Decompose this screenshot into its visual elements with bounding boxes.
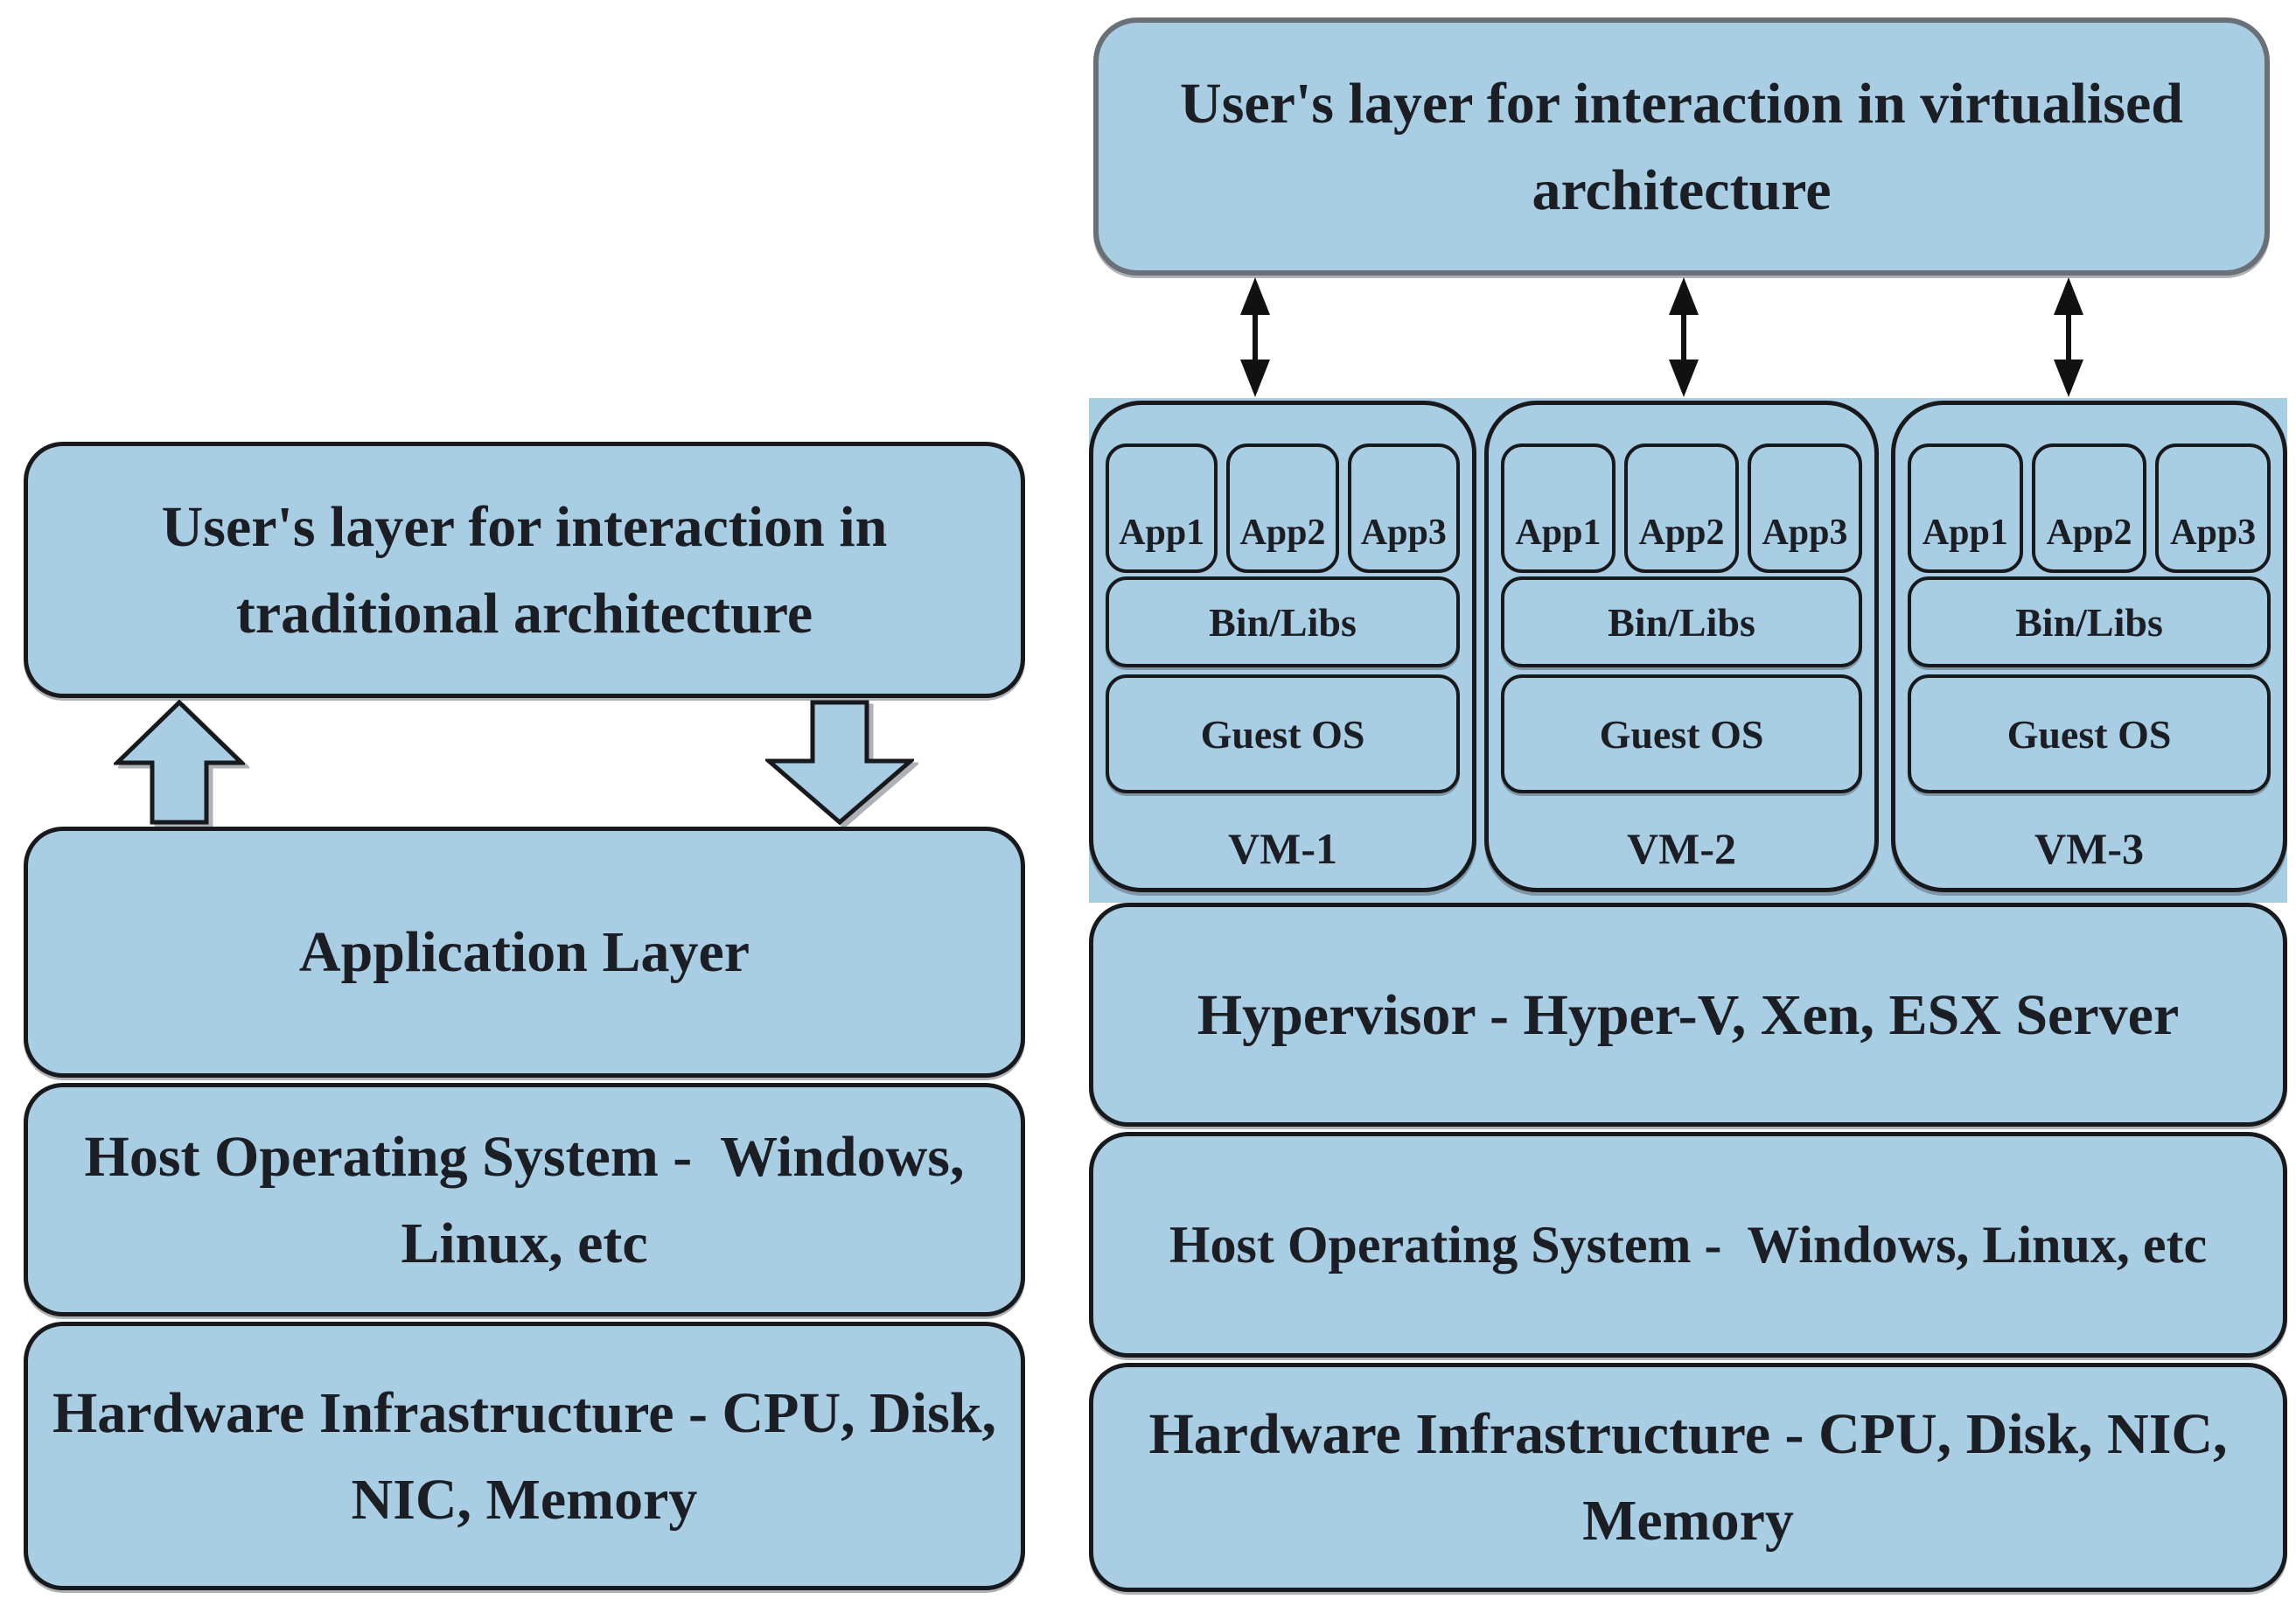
host-os-traditional-box: Host Operating System - Windows, Linux, … [24,1083,1025,1316]
hardware-virtualised-box: Hardware Infrastructure - CPU, Disk, NIC… [1089,1363,2287,1592]
vm-2-app-row: App1 App2 App3 [1501,443,1862,573]
bin-libs-box: Bin/Libs [1908,576,2271,667]
app-label: App1 [1922,513,2008,553]
app-label: App3 [2170,513,2257,553]
hardware-traditional-label: Hardware Infrastructure - CPU, Disk, NIC… [52,1380,997,1532]
user-layer-virtualised-box: User's layer for interaction in virtuali… [1093,17,2270,276]
host-os-virtualised-box: Host Operating System - Windows, Linux, … [1089,1132,2287,1358]
vm-1-app-row: App1 App2 App3 [1106,443,1460,573]
app-label: App3 [1360,513,1447,553]
virtualised-architecture-column: User's layer for interaction in virtuali… [1089,0,2287,1606]
app-label: App1 [1515,513,1602,553]
guest-os-label: Guest OS [2006,711,2172,757]
app-label: App1 [1119,513,1205,553]
app-label: App2 [2046,513,2132,553]
bin-libs-box: Bin/Libs [1106,576,1460,667]
user-layer-virtualised-label: User's layer for interaction in virtuali… [1180,71,2183,222]
hypervisor-label: Hypervisor - Hyper-V, Xen, ESX Server [1197,982,2180,1047]
app-box: App2 [2031,443,2147,573]
app-box: App1 [1106,443,1218,573]
double-headed-arrow-icon [1669,277,1699,397]
app-box: App2 [1624,443,1739,573]
vm-name-label: VM-1 [1228,824,1337,873]
application-layer-box: Application Layer [24,827,1025,1078]
vm-name-label: VM-2 [1627,824,1736,873]
hardware-virtualised-label: Hardware Infrastructure - CPU, Disk, NIC… [1148,1402,2228,1553]
app-label: App2 [1638,513,1725,553]
double-headed-arrow-icon [2054,277,2083,397]
app-box: App3 [1347,443,1460,573]
up-block-arrow-icon [114,700,245,825]
double-headed-arrow-icon [1240,277,1270,397]
vm-2-box: App1 App2 App3 Bin/Libs Guest OS VM-2 [1484,401,1879,892]
down-block-arrow-icon [765,700,914,825]
user-layer-traditional-label: User's layer for interaction in traditio… [161,494,888,646]
guest-os-box: Guest OS [1908,674,2271,793]
guest-os-label: Guest OS [1200,711,1365,757]
application-layer-label: Application Layer [298,920,750,984]
app-label: App2 [1239,513,1326,553]
bin-libs-label: Bin/Libs [1608,599,1755,645]
guest-os-box: Guest OS [1106,674,1460,793]
hypervisor-box: Hypervisor - Hyper-V, Xen, ESX Server [1089,903,2287,1127]
app-box: App2 [1226,443,1339,573]
guest-os-box: Guest OS [1501,674,1862,793]
bin-libs-label: Bin/Libs [1209,599,1357,645]
vm-1-box: App1 App2 App3 Bin/Libs Guest OS VM-1 [1089,401,1476,892]
user-layer-traditional-box: User's layer for interaction in traditio… [24,442,1025,698]
app-box: App1 [1501,443,1616,573]
hardware-traditional-box: Hardware Infrastructure - CPU, Disk, NIC… [24,1322,1025,1590]
host-os-traditional-label: Host Operating System - Windows, Linux, … [84,1124,965,1275]
vm-name-label: VM-3 [2034,824,2144,873]
app-label: App3 [1762,513,1848,553]
vm-3-app-row: App1 App2 App3 [1908,443,2272,573]
bin-libs-box: Bin/Libs [1501,576,1862,667]
traditional-architecture-column: User's layer for interaction in traditio… [24,0,1025,1606]
guest-os-label: Guest OS [1599,711,1764,757]
app-box: App1 [1908,443,2023,573]
app-box: App3 [2155,443,2272,573]
app-box: App3 [1748,443,1862,573]
vm-3-box: App1 App2 App3 Bin/Libs Guest OS VM-3 [1891,401,2287,892]
host-os-virtualised-label: Host Operating System - Windows, Linux, … [1169,1216,2208,1274]
bin-libs-label: Bin/Libs [2015,599,2163,645]
